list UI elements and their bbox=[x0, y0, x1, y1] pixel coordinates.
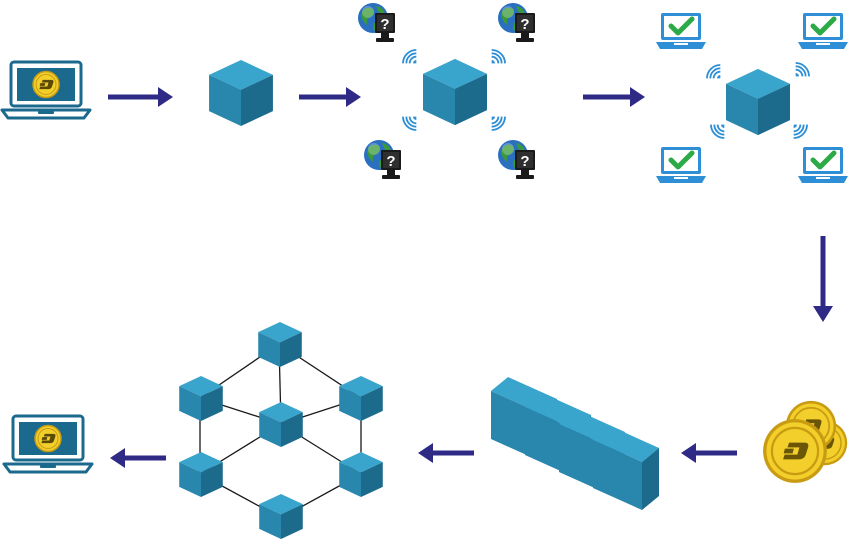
verification-cube-icon bbox=[726, 68, 790, 136]
globe-question-monitor-icon bbox=[364, 140, 401, 179]
signal-icon bbox=[490, 49, 506, 65]
cube-network-icon bbox=[179, 322, 383, 539]
flow-arrow-2 bbox=[299, 87, 361, 107]
signal-icon bbox=[710, 123, 726, 139]
flow-arrow-1 bbox=[108, 87, 173, 107]
globe-question-monitor-icon bbox=[358, 3, 395, 42]
flow-arrow-5 bbox=[681, 443, 737, 463]
dash-coins-icon bbox=[763, 401, 847, 483]
verified-laptop-icon bbox=[656, 13, 706, 49]
flow-arrow-7 bbox=[110, 448, 166, 468]
signal-icon bbox=[794, 62, 810, 78]
flow-arrow-4 bbox=[813, 236, 833, 322]
verified-laptop-icon bbox=[656, 147, 706, 183]
network-cube-icon bbox=[339, 452, 383, 497]
network-cube-icon bbox=[339, 376, 383, 421]
transaction-block-cube-icon bbox=[209, 60, 273, 126]
signal-icon bbox=[792, 123, 808, 139]
network-cube-icon bbox=[179, 376, 223, 421]
verification-cube-group bbox=[656, 13, 848, 183]
signal-icon bbox=[402, 115, 418, 131]
verified-laptop-icon bbox=[798, 13, 848, 49]
network-cube-icon bbox=[179, 452, 223, 497]
network-cube-icon bbox=[258, 322, 302, 367]
signal-icon bbox=[402, 49, 418, 65]
broadcast-cube-group bbox=[358, 3, 535, 179]
verified-laptop-icon bbox=[798, 147, 848, 183]
globe-question-monitor-icon bbox=[498, 3, 535, 42]
signal-icon bbox=[490, 115, 506, 131]
network-cube-icon bbox=[259, 494, 303, 539]
flow-arrow-6 bbox=[418, 443, 474, 463]
globe-question-monitor-icon bbox=[498, 140, 535, 179]
flow-arrow-3 bbox=[583, 87, 645, 107]
signal-icon bbox=[706, 64, 722, 80]
network-cube-icon bbox=[259, 402, 303, 447]
sender-laptop-icon bbox=[2, 62, 90, 118]
block-chain-icon bbox=[491, 377, 659, 510]
broadcast-cube-icon bbox=[423, 58, 487, 126]
receiver-laptop-icon bbox=[4, 416, 92, 472]
